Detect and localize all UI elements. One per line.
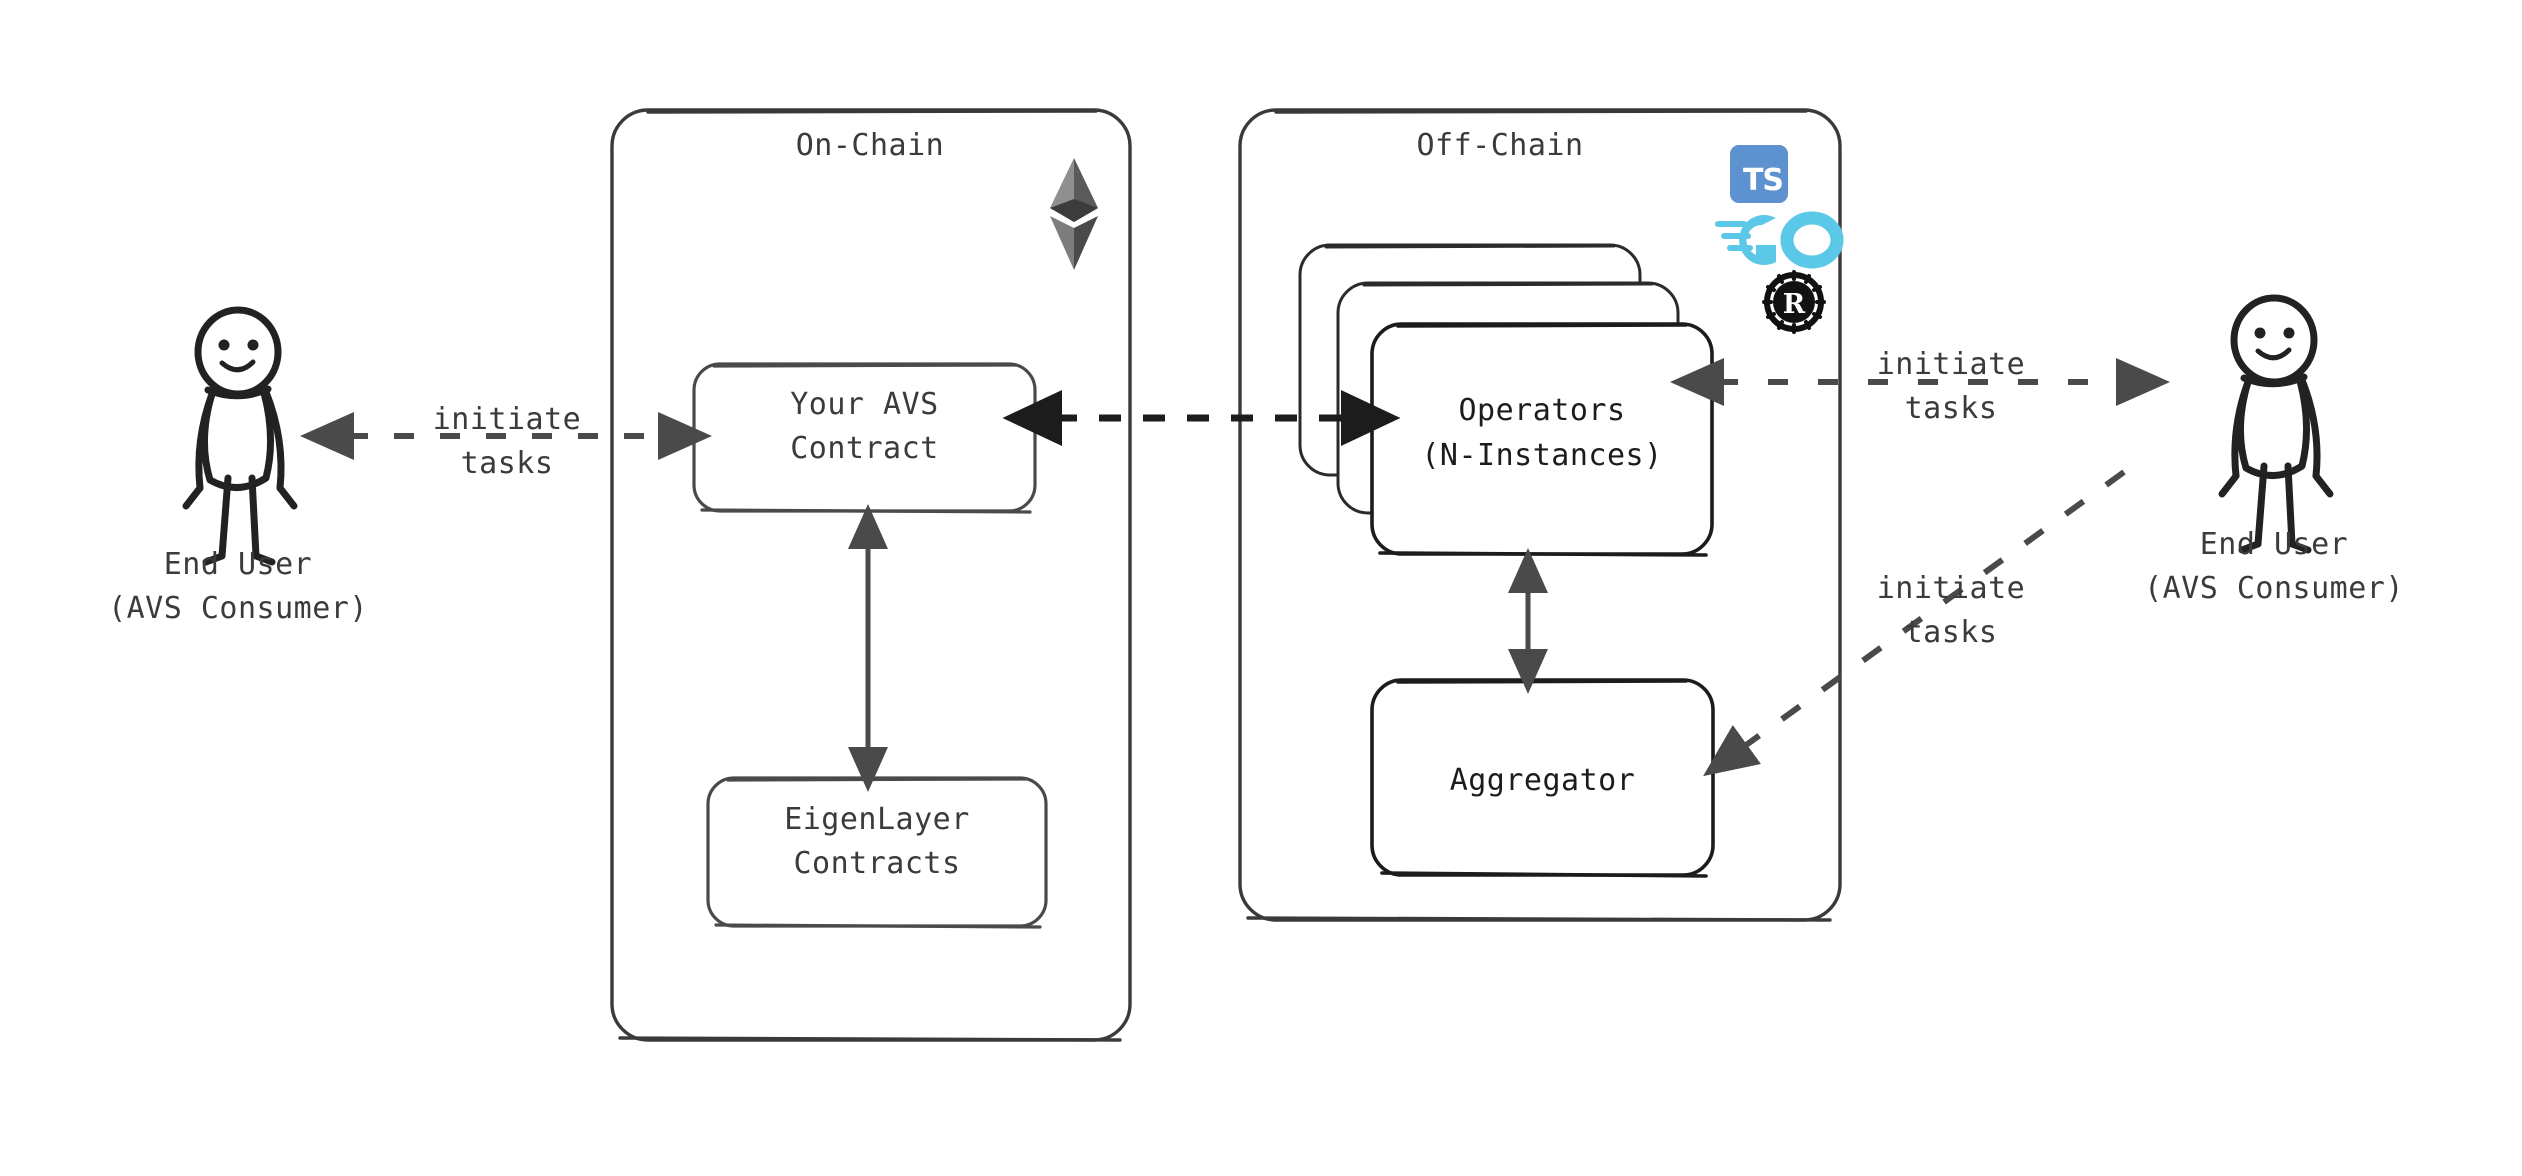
typescript-icon: TS [1730, 145, 1788, 203]
actor-label-end-user-left-line1: End User [163, 547, 313, 582]
edge-label-user-to-avs-line1: initiate [432, 402, 582, 437]
svg-text:R: R [1783, 289, 1806, 320]
group-title-off-chain: Off-Chain [1416, 128, 1584, 163]
rust-icon: R [1762, 270, 1826, 334]
ethereum-icon [1050, 158, 1098, 270]
node-label-eigenlayer-line1: EigenLayer [784, 802, 970, 837]
node-label-eigenlayer-line2: Contracts [793, 846, 961, 881]
node-label-operators-line2: (N-Instances) [1421, 438, 1663, 473]
node-label-avs-contract-line2: Contract [790, 431, 939, 466]
actor-label-end-user-left-line2: (AVS Consumer) [108, 591, 368, 626]
edge-label-user-to-avs-line2: tasks [460, 446, 554, 481]
edge-label-operators-to-user-line2: tasks [1904, 391, 1998, 426]
actor-label-end-user-right-line1: End User [2199, 527, 2349, 562]
golang-icon [1715, 211, 1844, 269]
edge-label-aggregator-to-user-line1: initiate [1876, 571, 2026, 606]
group-title-on-chain: On-Chain [795, 128, 945, 163]
node-label-operators-line1: Operators [1458, 393, 1626, 428]
avatar-end-user-left [182, 306, 298, 566]
edge-label-operators-to-user-line1: initiate [1876, 347, 2026, 382]
node-label-avs-contract-line1: Your AVS [790, 387, 939, 422]
typescript-icon-label: TS [1742, 162, 1784, 198]
node-label-aggregator: Aggregator [1449, 763, 1636, 798]
actor-label-end-user-right-line2: (AVS Consumer) [2144, 571, 2404, 606]
avatar-end-user-right [2218, 294, 2334, 554]
edge-label-aggregator-to-user-line2: tasks [1904, 615, 1998, 650]
